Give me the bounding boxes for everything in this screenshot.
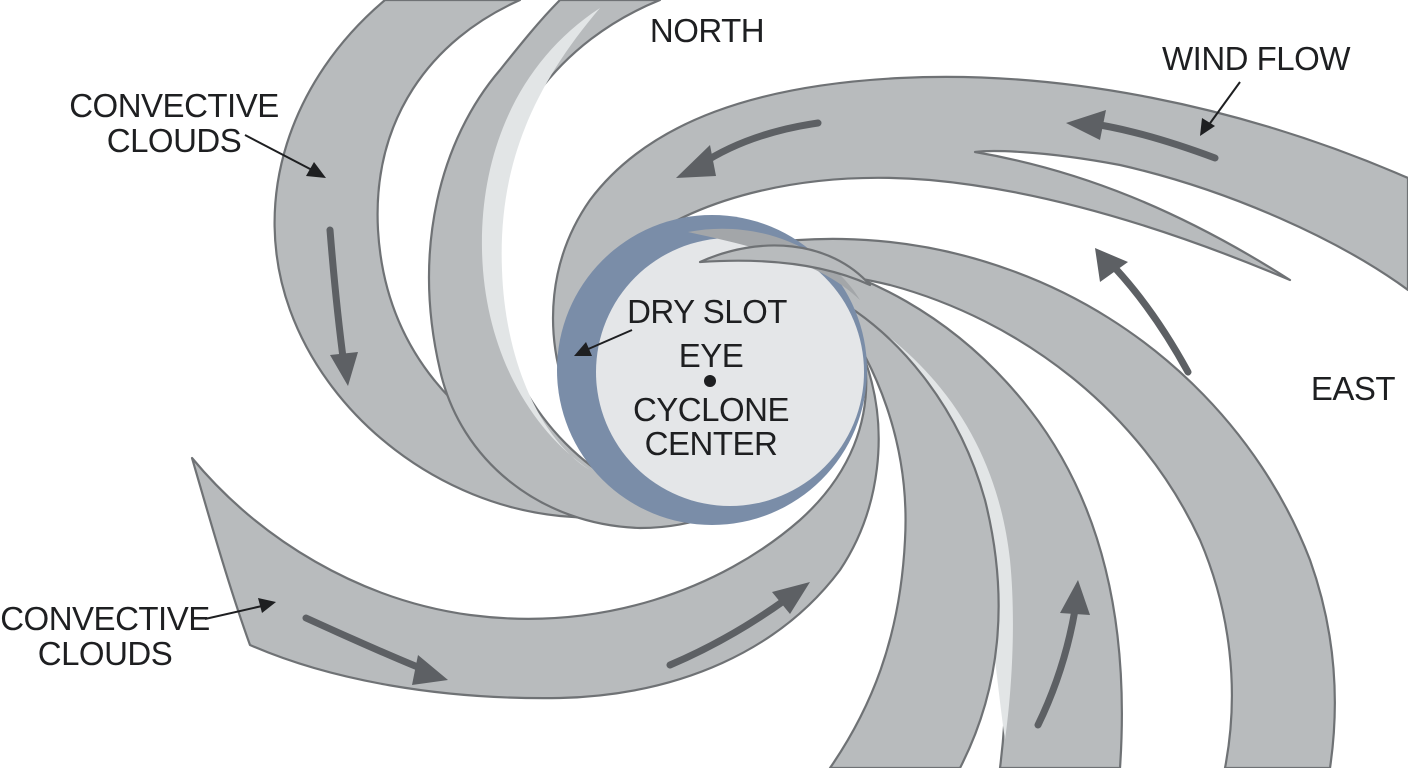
label-dry-slot: DRY SLOT xyxy=(627,293,787,330)
cyclone-eye-group xyxy=(557,215,872,525)
flow-arrow-left-down xyxy=(326,226,348,369)
label-cyclone-center-line2: CENTER xyxy=(645,425,778,462)
label-east: EAST xyxy=(1311,370,1396,407)
cloud-band-upper-right xyxy=(551,75,1408,392)
flow-arrow-right-up xyxy=(1111,264,1192,376)
label-eye: EYE xyxy=(679,337,744,374)
eye-area xyxy=(596,238,864,506)
label-cyclone-center-line1: CYCLONE xyxy=(633,391,789,428)
label-convective-clouds-top-line1: CONVECTIVE xyxy=(69,87,279,124)
leader-lines xyxy=(204,81,1241,620)
label-convective-clouds-bottom-line1: CONVECTIVE xyxy=(0,600,210,637)
cloud-band-lower-left xyxy=(190,358,880,700)
flow-arrow-lower-right-up xyxy=(1034,606,1079,729)
flow-arrows xyxy=(302,110,1219,729)
flow-arrow-wind xyxy=(1096,121,1219,162)
flow-arrow-bottom-right xyxy=(302,614,429,674)
label-convective-clouds-bottom-line2: CLOUDS xyxy=(38,635,173,672)
label-north: NORTH xyxy=(650,12,764,49)
cloud-band-right xyxy=(688,237,1336,768)
label-wind-flow: WIND FLOW xyxy=(1162,40,1351,77)
flow-arrow-lower-up-right xyxy=(666,596,789,669)
label-convective-clouds-top-line2: CLOUDS xyxy=(107,122,242,159)
cloud-band-lower-center xyxy=(818,288,1000,768)
cyclone-center-dot xyxy=(704,375,716,387)
